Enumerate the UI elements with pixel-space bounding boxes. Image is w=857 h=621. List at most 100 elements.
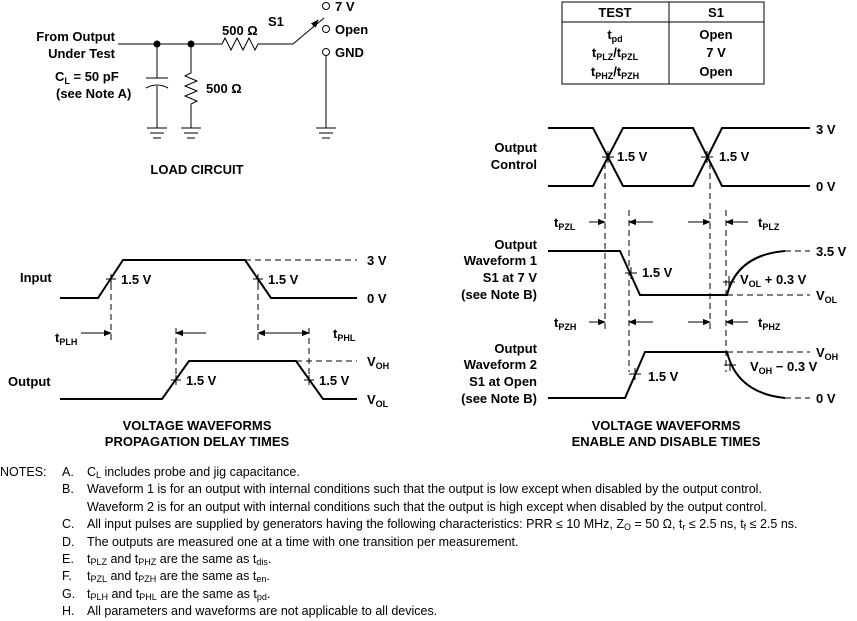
wf2-voh-minus-label: VOH − 0.3 V: [750, 359, 818, 376]
oc-0v-label: 0 V: [816, 179, 836, 194]
note-text: ≤ 2.5 ns, t: [685, 517, 744, 532]
wf2-1-5v: 1.5 V: [648, 369, 679, 384]
ground-shunt: [181, 127, 201, 139]
input-rise-mark: [106, 274, 116, 284]
see-note-a: (see Note A): [56, 86, 131, 101]
note-text: includes probe and jig capacitance.: [101, 465, 300, 479]
wf1-label-3: S1 at 7 V: [483, 270, 538, 285]
note-letter: C.: [62, 517, 75, 532]
note-item: B. Waveform 1 is for an output with inter…: [62, 481, 762, 498]
tpzh-label: tPZH: [554, 315, 576, 332]
wf1-3-5v-label: 3.5 V: [816, 244, 847, 259]
note-text: dis: [256, 557, 268, 567]
note-item: C.All input pulses are supplied by gener…: [62, 516, 798, 533]
prop-caption-2: PROPAGATION DELAY TIMES: [105, 434, 290, 449]
note-text: PZH: [138, 574, 157, 585]
input-0v-label: 0 V: [367, 291, 387, 306]
oc-rise-1-5v: 1.5 V: [617, 149, 648, 164]
note-text: f: [743, 522, 747, 533]
gnd-wire: [316, 56, 336, 139]
output-control-wave-b: [548, 127, 810, 187]
note-item: F.tPZL and tPZH are the same as ten.: [62, 568, 270, 585]
note-text: .: [267, 552, 272, 566]
test-table: TEST S1 tpd tPLZ/tPZL tPHZ/tPZH Open 7 V…: [561, 1, 765, 85]
table-header-test: TEST: [598, 5, 631, 20]
wf1-1-5v-mark: [625, 267, 637, 279]
shunt-resistor-label: 500 Ω: [206, 81, 242, 96]
note-text: PHL: [139, 591, 157, 602]
notes-heading: NOTES:: [0, 465, 47, 479]
note-text: .: [266, 586, 271, 601]
note-text: Waveform 1 is for an output with interna…: [87, 482, 762, 497]
output-label: Output: [8, 374, 51, 389]
note-text: All parameters and waveforms are not app…: [87, 604, 438, 619]
output-rise-1-5v: 1.5 V: [186, 373, 217, 388]
series-resistor-label: 500 Ω: [222, 23, 258, 38]
note-letter: F.: [62, 569, 72, 584]
note-item: E.tPLZ and tPHZ are the same as tdis.: [62, 551, 271, 568]
note-text: PZL: [90, 574, 107, 585]
wf1-vol-label: VOL: [816, 288, 838, 305]
input-3v-label: 3 V: [367, 253, 387, 268]
note-text: PLH: [90, 591, 108, 602]
oc-fall-mark: [701, 151, 713, 163]
note-text: are the same as t: [156, 569, 257, 584]
note-item: H. All parameters and waveforms are not a…: [62, 603, 437, 620]
wf2-label-2: Waveform 2: [464, 357, 537, 372]
capacitor: [145, 44, 169, 128]
note-text: en: [256, 574, 267, 585]
series-resistor: [221, 36, 259, 52]
terminal-gnd: [322, 48, 330, 56]
note-item: G.tPLH and tPHL are the same as tpd.: [62, 586, 270, 603]
wf1-label-4: (see Note B): [461, 287, 537, 302]
terminal-7v: [322, 2, 330, 10]
note-text: t: [87, 586, 91, 601]
note-letter: E.: [62, 552, 74, 566]
output-control-wave-a: [548, 127, 810, 187]
enable-disable-waveforms: Output Control 3 V 0 V 1.5 V 1.5 V tPZL …: [461, 122, 847, 449]
table-header-s1: S1: [708, 5, 724, 20]
prop-caption-1: VOLTAGE WAVEFORMS: [123, 418, 272, 433]
table-row-2-s1: 7 V: [706, 45, 726, 60]
wf2-label-3: S1 at Open: [469, 374, 537, 389]
waveform-2: [548, 351, 786, 399]
note-text: r: [682, 522, 686, 533]
note-letter: H.: [62, 604, 75, 619]
note-text: The outputs are measured one at a time w…: [87, 534, 519, 549]
oc-fall-1-5v: 1.5 V: [719, 149, 750, 164]
note-text: PLZ: [90, 557, 107, 567]
note-letter: B.: [62, 482, 74, 497]
table-row-1-s1: Open: [699, 27, 732, 42]
note-letter: A.: [62, 465, 74, 479]
note-item: Waveform 2 is for an output with interna…: [62, 499, 767, 516]
wf2-0v-label: 0 V: [816, 391, 836, 406]
wf2-label-4: (see Note B): [461, 391, 537, 406]
output-fall-mark: [304, 375, 314, 385]
output-voh-label: VOH: [367, 354, 389, 371]
wf1-label-1: Output: [494, 237, 537, 252]
tpzl-label: tPZL: [554, 215, 576, 232]
input-label: Input: [20, 270, 52, 285]
tplz-label: tPLZ: [758, 215, 780, 232]
note-item: A.CL includes probe and jig capacitance.: [62, 464, 300, 481]
output-rise-mark: [171, 375, 181, 385]
load-circuit: From Output Under Test 500 Ω CL = 50 pF …: [36, 0, 368, 177]
label-gnd: GND: [335, 45, 364, 60]
note-letter: G.: [62, 586, 76, 601]
input-rise-1-5v: 1.5 V: [121, 272, 152, 287]
output-waveform: [60, 360, 357, 400]
tphz-label: tPHZ: [758, 315, 781, 332]
note-text: and t: [107, 569, 139, 584]
note-text: .: [266, 569, 270, 584]
ground-cap: [147, 127, 167, 139]
note-text: and t: [108, 586, 140, 601]
table-row-3-test: tPHZ/tPZH: [591, 64, 639, 81]
output-control-label-1: Output: [494, 140, 537, 155]
wf2-1-5v-mark: [629, 368, 641, 380]
table-row-3-s1: Open: [699, 64, 732, 79]
shunt-resistor: [183, 44, 199, 128]
from-output-label-1: From Output: [36, 29, 115, 44]
switch-label: S1: [268, 14, 284, 29]
input-waveform: [60, 259, 357, 299]
